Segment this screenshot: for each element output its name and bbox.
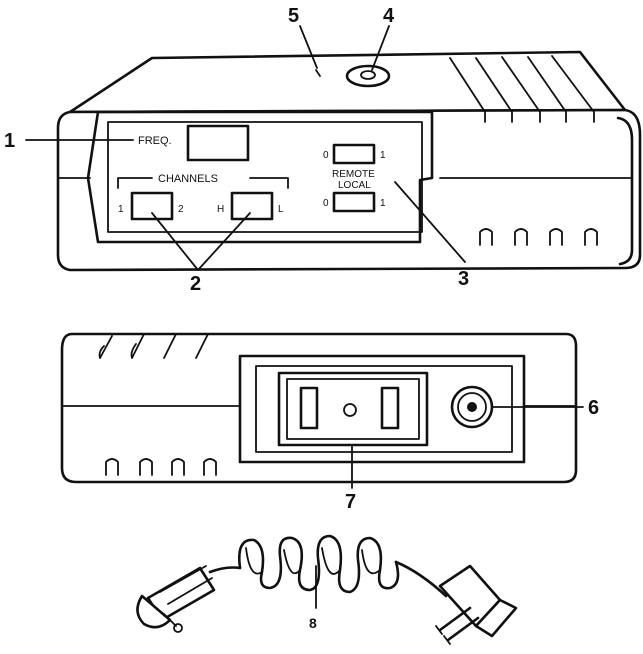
leader-3 bbox=[394, 181, 466, 263]
coax-plug-icon bbox=[136, 565, 216, 633]
remote-off: 0 bbox=[323, 150, 329, 161]
coiled-cable bbox=[136, 534, 518, 645]
rear-bottom-vents bbox=[105, 458, 217, 476]
remote-on: 1 bbox=[380, 150, 386, 161]
rear-top-vents bbox=[98, 333, 209, 359]
knob-icon bbox=[345, 64, 391, 88]
unit-top-surface bbox=[68, 50, 627, 114]
local-label: LOCAL bbox=[338, 180, 371, 191]
transmitter-front-view: FREQ. CHANNELS 1 2 H L 0 1 REMOTE LOCAL … bbox=[56, 50, 642, 272]
power-plug-icon bbox=[435, 564, 518, 645]
ch-right-high: L bbox=[278, 204, 284, 215]
channel-switch-1-2 bbox=[130, 191, 174, 221]
callout-7: 7 bbox=[345, 491, 356, 513]
callout-1: 1 bbox=[4, 130, 15, 152]
unit-front-face bbox=[56, 108, 642, 272]
freq-label: FREQ. bbox=[138, 135, 172, 147]
callout-2: 2 bbox=[190, 273, 201, 295]
channels-bracket bbox=[117, 177, 289, 189]
channel-switch-h-l bbox=[230, 191, 274, 221]
cable-coil-backs bbox=[245, 547, 381, 575]
outlet-recess-outer bbox=[238, 354, 526, 464]
callout-5: 5 bbox=[288, 5, 299, 27]
outlet-recess-inner bbox=[255, 365, 513, 453]
ch-left-high: 2 bbox=[178, 204, 184, 215]
indicator-led bbox=[315, 69, 321, 77]
channels-label: CHANNELS bbox=[158, 173, 218, 185]
frequency-display bbox=[186, 124, 250, 162]
local-switch bbox=[332, 191, 376, 213]
cable-coils bbox=[238, 534, 400, 594]
leader-4 bbox=[371, 25, 390, 71]
control-panel-inner bbox=[107, 121, 423, 233]
cable-lead-left bbox=[208, 566, 242, 574]
bottom-vents bbox=[479, 228, 598, 246]
unit-end-cap bbox=[616, 116, 634, 266]
leader-5 bbox=[299, 25, 318, 69]
coax-socket-icon bbox=[450, 385, 494, 429]
remote-switch bbox=[332, 143, 376, 165]
transmitter-rear-view bbox=[60, 332, 578, 484]
local-on: 1 bbox=[380, 198, 386, 209]
rear-body bbox=[60, 332, 578, 484]
callout-8: 8 bbox=[309, 615, 317, 631]
callout-4: 4 bbox=[383, 5, 395, 27]
callout-6: 6 bbox=[588, 397, 599, 419]
top-vents bbox=[449, 55, 595, 123]
local-off: 0 bbox=[323, 198, 329, 209]
cable-lead-right bbox=[394, 560, 448, 598]
power-outlet-icon bbox=[277, 371, 429, 447]
callout-3: 3 bbox=[458, 268, 469, 290]
remote-label: REMOTE bbox=[332, 169, 375, 180]
leader-2 bbox=[151, 212, 251, 271]
ch-left-low: 1 bbox=[118, 204, 124, 215]
ch-right-low: H bbox=[217, 204, 224, 215]
